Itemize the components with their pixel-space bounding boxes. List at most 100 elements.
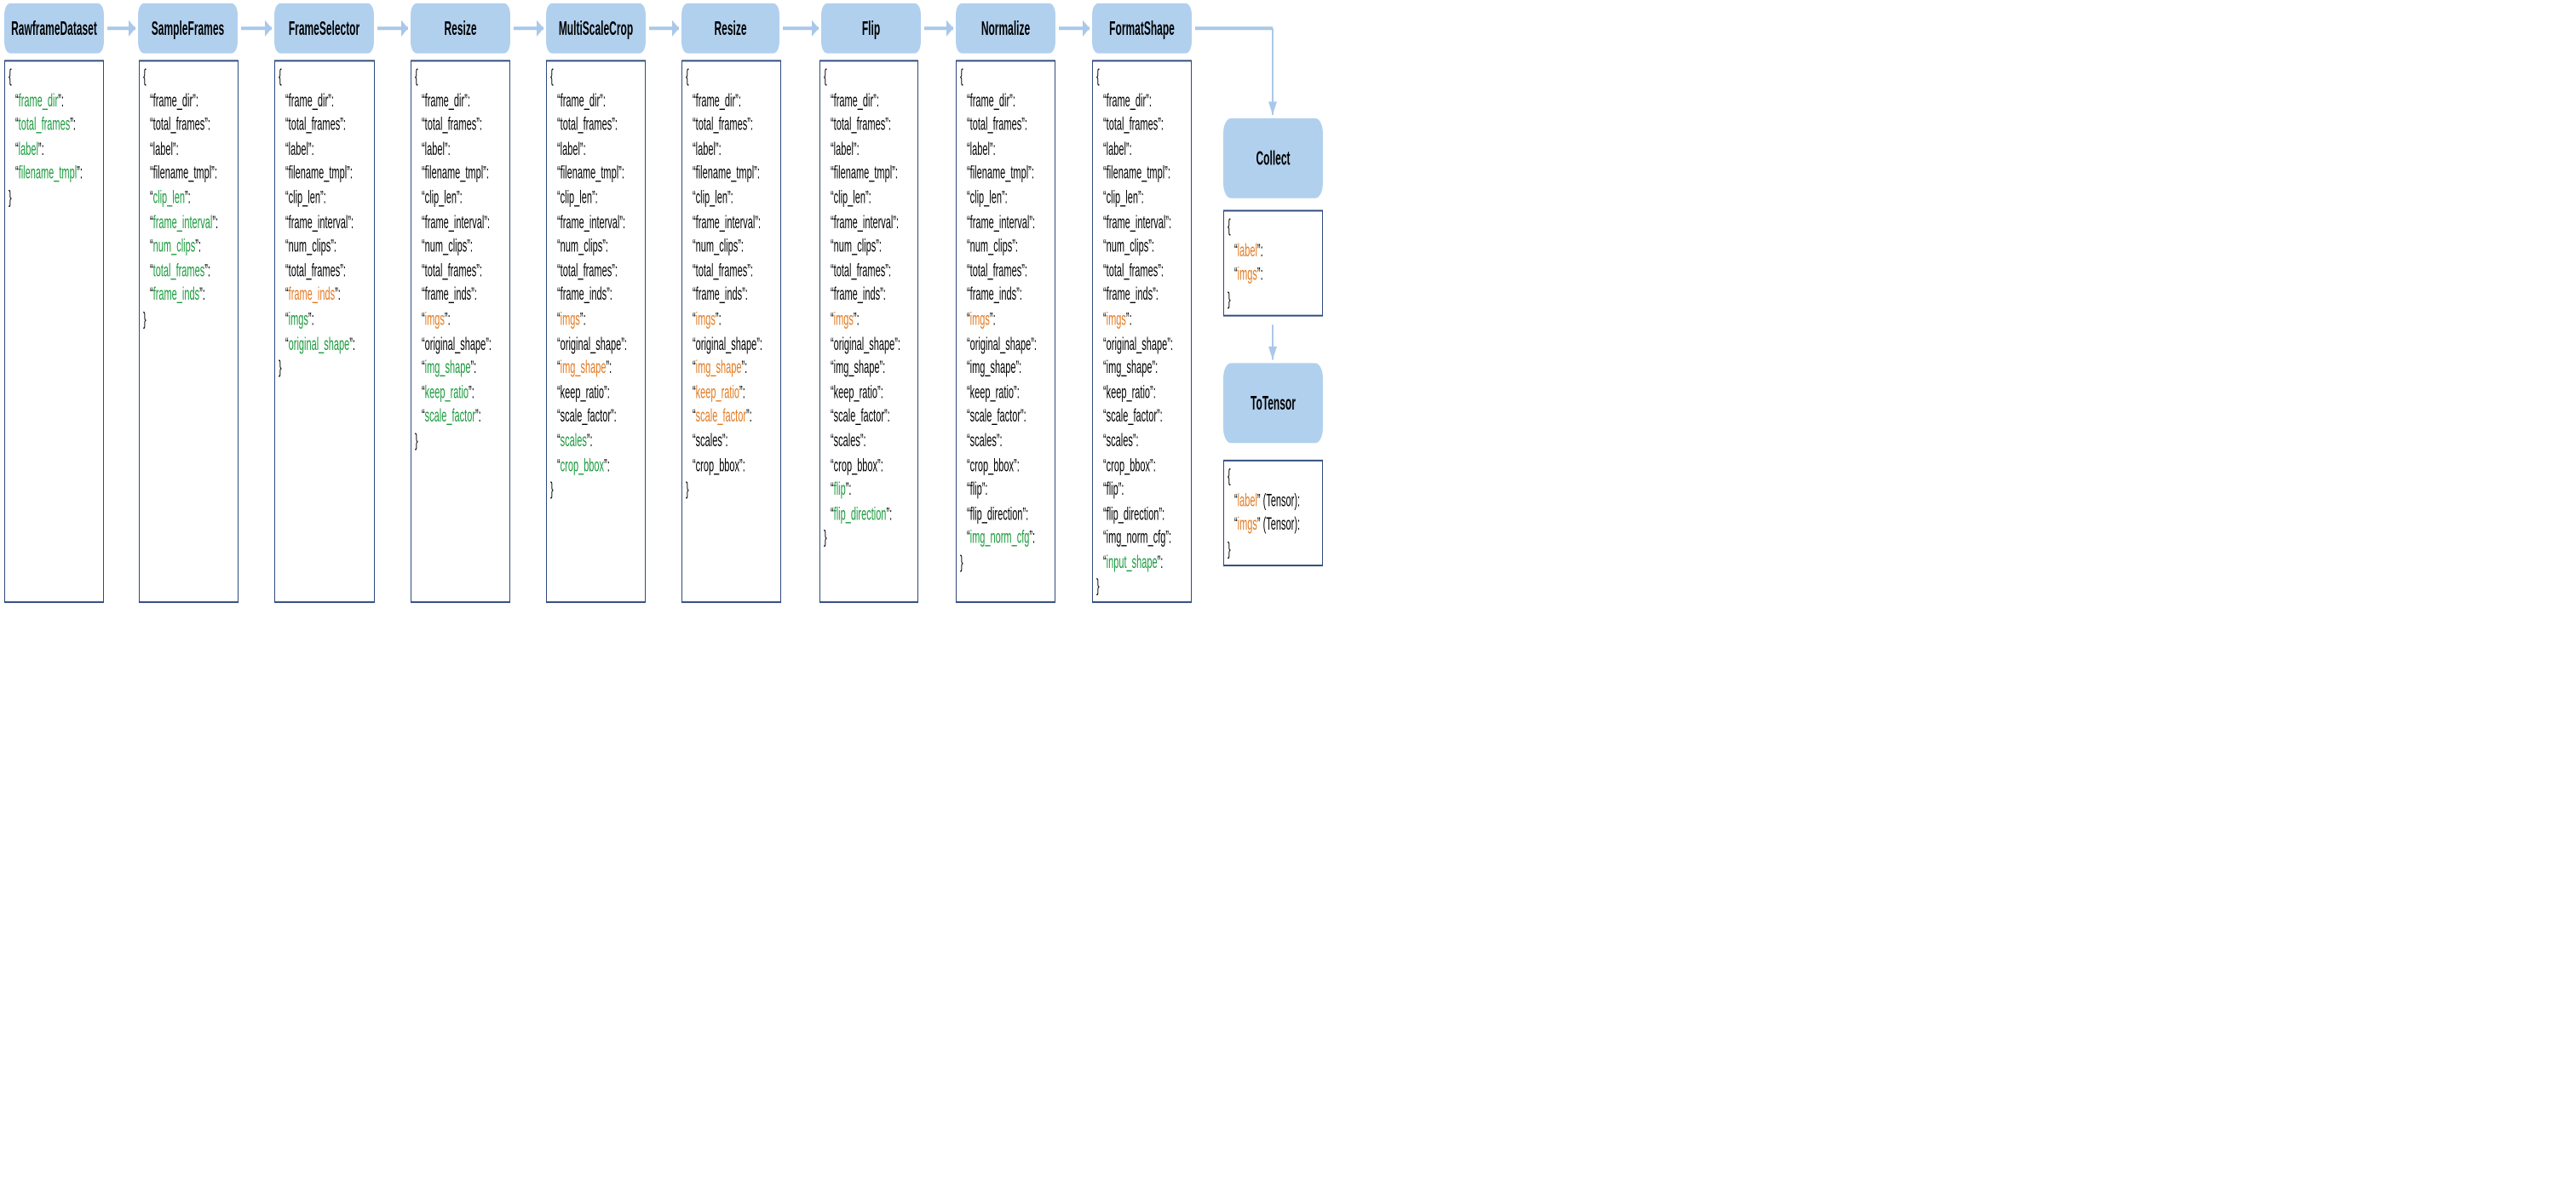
quote-open: “ (967, 237, 970, 257)
colon: : (623, 212, 626, 232)
field-key: num_clips (833, 237, 877, 257)
quote-open: “ (693, 90, 696, 112)
quote-close: ” (989, 139, 993, 160)
quote-open: “ (557, 212, 561, 232)
field-key: filename_tmpl (288, 164, 348, 184)
field-line: “total_frames”: (143, 260, 234, 284)
field-line: “keep_ratio”: (550, 381, 641, 405)
field-key: scale_factor (560, 406, 611, 427)
quote-close: ” (618, 164, 622, 184)
quote-open: “ (150, 261, 153, 282)
quote-open: “ (422, 309, 425, 330)
colon: : (856, 139, 860, 160)
brace-close: } (686, 479, 689, 500)
colon: : (198, 237, 201, 257)
field-line: “label”: (686, 138, 777, 163)
field-line: “frame_interval”: (143, 211, 234, 236)
colon: : (750, 261, 753, 282)
quote-close: ” (1148, 237, 1152, 257)
field-key: num_clips (424, 237, 468, 257)
colon: : (1160, 115, 1164, 135)
quote-open: “ (557, 358, 561, 379)
colon: : (1297, 514, 1301, 536)
field-line: “keep_ratio”: (824, 381, 914, 405)
field-key: clip_len (833, 187, 865, 209)
field-line: “total_frames”: (960, 260, 1051, 284)
colon: : (883, 358, 886, 379)
quote-open: “ (150, 237, 153, 257)
field-line: “original_shape”: (960, 332, 1051, 357)
colon: : (848, 479, 852, 500)
colon: : (72, 115, 76, 135)
colon: : (1032, 528, 1036, 549)
colon: : (883, 285, 886, 306)
field-key: label (833, 139, 854, 160)
quote-close: ” (1012, 237, 1015, 257)
quote-open: “ (1103, 309, 1107, 330)
quote-close: ” (464, 90, 468, 112)
field-key: num_clips (560, 237, 603, 257)
quote-close: ” (715, 139, 719, 160)
colon: : (1024, 115, 1027, 135)
collect-fields-box: {“label”:“imgs”:} (1223, 209, 1323, 317)
field-key: frame_inds (424, 285, 472, 306)
field-line: “imgs”: (1096, 308, 1187, 333)
quote-open: “ (557, 382, 561, 403)
field-key: label (1237, 240, 1257, 261)
field-key: total_frames (424, 115, 477, 135)
flow-arrow-to-totensor-arrowhead (1268, 346, 1277, 360)
field-line: “crop_bbox”: (1096, 454, 1187, 479)
flow-arrow-arrowhead (265, 20, 272, 37)
quote-close: ” (1152, 358, 1156, 379)
colon: : (740, 237, 744, 257)
field-key: num_clips (288, 237, 331, 257)
quote-open: “ (1103, 528, 1107, 549)
colon: : (887, 406, 890, 427)
field-line: “img_shape”: (686, 357, 777, 382)
quote-close: ” (885, 115, 888, 135)
brace-open: { (415, 66, 418, 87)
field-line: “label” (Tensor): (1228, 489, 1319, 513)
quote-close: ” (600, 90, 603, 112)
field-key: label (18, 139, 38, 160)
quote-open: “ (1103, 212, 1107, 232)
quote-open: “ (967, 358, 970, 379)
field-line: “imgs”: (279, 308, 371, 333)
colon: : (479, 261, 482, 282)
field-line: “label”: (143, 138, 234, 163)
quote-open: “ (1103, 553, 1107, 573)
field-line: “original_shape”: (550, 332, 641, 357)
colon: : (1024, 261, 1027, 282)
quote-close: ” (1125, 309, 1130, 330)
quote-open: “ (831, 237, 834, 257)
quote-close: ” (747, 261, 750, 282)
quote-close: ” (739, 455, 743, 476)
quote-open: “ (967, 212, 970, 232)
colon: : (718, 139, 722, 160)
quote-close: ” (1146, 90, 1149, 112)
quote-open: “ (1103, 237, 1107, 257)
field-line: “crop_bbox”: (960, 454, 1051, 479)
colon: : (1153, 455, 1156, 476)
stage-header-sampleframes: SampleFrames (138, 3, 238, 54)
field-line: “label”: (9, 138, 100, 163)
stage-fields-box: {“frame_dir”:“total_frames”:“label”:“fil… (1092, 60, 1192, 604)
field-line: “img_shape”: (550, 357, 641, 382)
colon: : (738, 90, 741, 112)
field-line: “scale_factor”: (960, 405, 1051, 430)
field-line: “scales”: (960, 429, 1051, 454)
quote-open: “ (831, 212, 834, 232)
quote-close: ” (347, 164, 350, 184)
quote-close: ” (1158, 115, 1161, 135)
field-line: “frame_inds”: (550, 284, 641, 308)
quote-close: ” (1118, 479, 1122, 500)
field-key: frame_inds (695, 285, 743, 306)
quote-close: ” (877, 455, 881, 476)
colon: : (1121, 479, 1124, 500)
colon: : (1016, 382, 1020, 403)
quote-close: ” (894, 334, 898, 354)
quote-close: ” (621, 334, 624, 354)
field-key: total_frames (288, 261, 341, 282)
quote-open: “ (1103, 406, 1107, 427)
colon: : (607, 455, 610, 476)
